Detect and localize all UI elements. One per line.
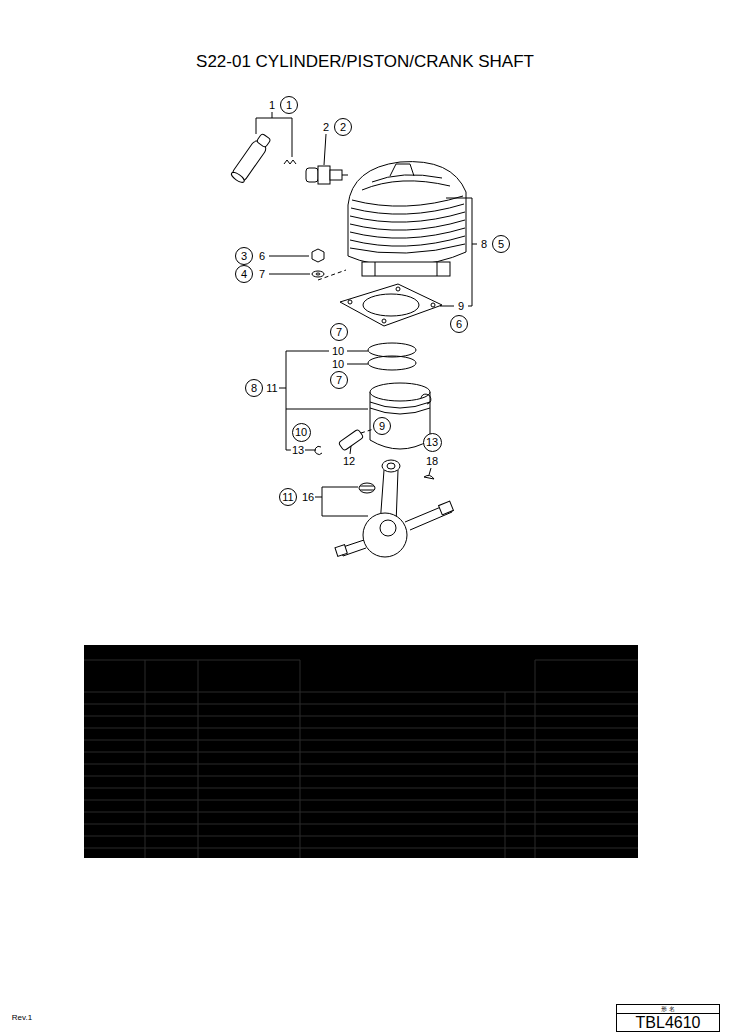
nut xyxy=(312,249,324,262)
callout-circle: 9 xyxy=(373,417,391,435)
diagram-title: S22-01 CYLINDER/PISTON/CRANK SHAFT xyxy=(0,52,730,72)
callout-circle: 7 xyxy=(330,371,348,389)
part-number: 7 xyxy=(258,269,266,280)
part-number: 11 xyxy=(265,383,278,394)
part-number: 13 xyxy=(291,445,305,456)
circlip xyxy=(421,394,431,404)
piston-ring xyxy=(368,356,416,370)
revision-note: Rev.1 xyxy=(11,1014,33,1022)
part-number: 16 xyxy=(301,492,315,503)
parts-table xyxy=(84,645,638,858)
needle-bearing xyxy=(359,483,375,493)
piston-ring xyxy=(368,343,416,357)
plug-cap xyxy=(230,132,273,184)
callout-circle: 5 xyxy=(492,235,510,253)
key xyxy=(424,475,434,479)
callout-circle: 7 xyxy=(330,323,348,341)
part-number: 18 xyxy=(425,456,439,467)
part-number: 2 xyxy=(322,122,330,133)
callout-number: 11 xyxy=(282,492,293,503)
spark-plug xyxy=(306,166,348,184)
part-number: 10 xyxy=(331,346,345,357)
callout-circle: 8 xyxy=(245,379,263,397)
callout-circle: 4 xyxy=(235,265,253,283)
part-number: 6 xyxy=(258,251,266,262)
callout-circle: 13 xyxy=(423,433,442,452)
callout-circle: 11 xyxy=(279,488,297,506)
part-number: 12 xyxy=(342,456,356,467)
model-number: TBL4610 xyxy=(617,1014,719,1031)
callout-number: 3 xyxy=(241,251,247,262)
callout-number: 6 xyxy=(456,319,462,330)
callout-number: 7 xyxy=(336,327,342,338)
piston xyxy=(370,383,430,449)
gasket xyxy=(340,284,442,326)
cylinder xyxy=(348,162,466,276)
callout-number: 7 xyxy=(336,375,342,386)
callout-circle: 1 xyxy=(280,96,298,114)
plug-spring xyxy=(284,160,296,164)
callout-number: 10 xyxy=(295,427,307,438)
part-number: 9 xyxy=(457,301,465,312)
callout-number: 8 xyxy=(251,383,257,394)
part-number: 1 xyxy=(268,100,276,111)
part-number: 8 xyxy=(480,239,488,250)
part-number: 10 xyxy=(331,359,345,370)
callout-number: 9 xyxy=(379,421,385,432)
washer xyxy=(312,271,324,277)
callout-number: 13 xyxy=(426,437,438,448)
callout-circle: 3 xyxy=(235,247,253,265)
callout-circle: 2 xyxy=(334,118,352,136)
callout-number: 2 xyxy=(340,122,346,133)
callout-number: 5 xyxy=(498,239,504,250)
crankshaft xyxy=(335,460,453,557)
callout-number: 1 xyxy=(286,100,292,111)
callout-circle: 10 xyxy=(292,423,311,442)
callout-number: 4 xyxy=(241,269,247,280)
model-heading: 形 名 xyxy=(617,1005,719,1014)
callout-circle: 6 xyxy=(450,315,468,333)
model-box: 形 名TBL4610 xyxy=(616,1004,720,1032)
leader-lines xyxy=(256,112,477,516)
